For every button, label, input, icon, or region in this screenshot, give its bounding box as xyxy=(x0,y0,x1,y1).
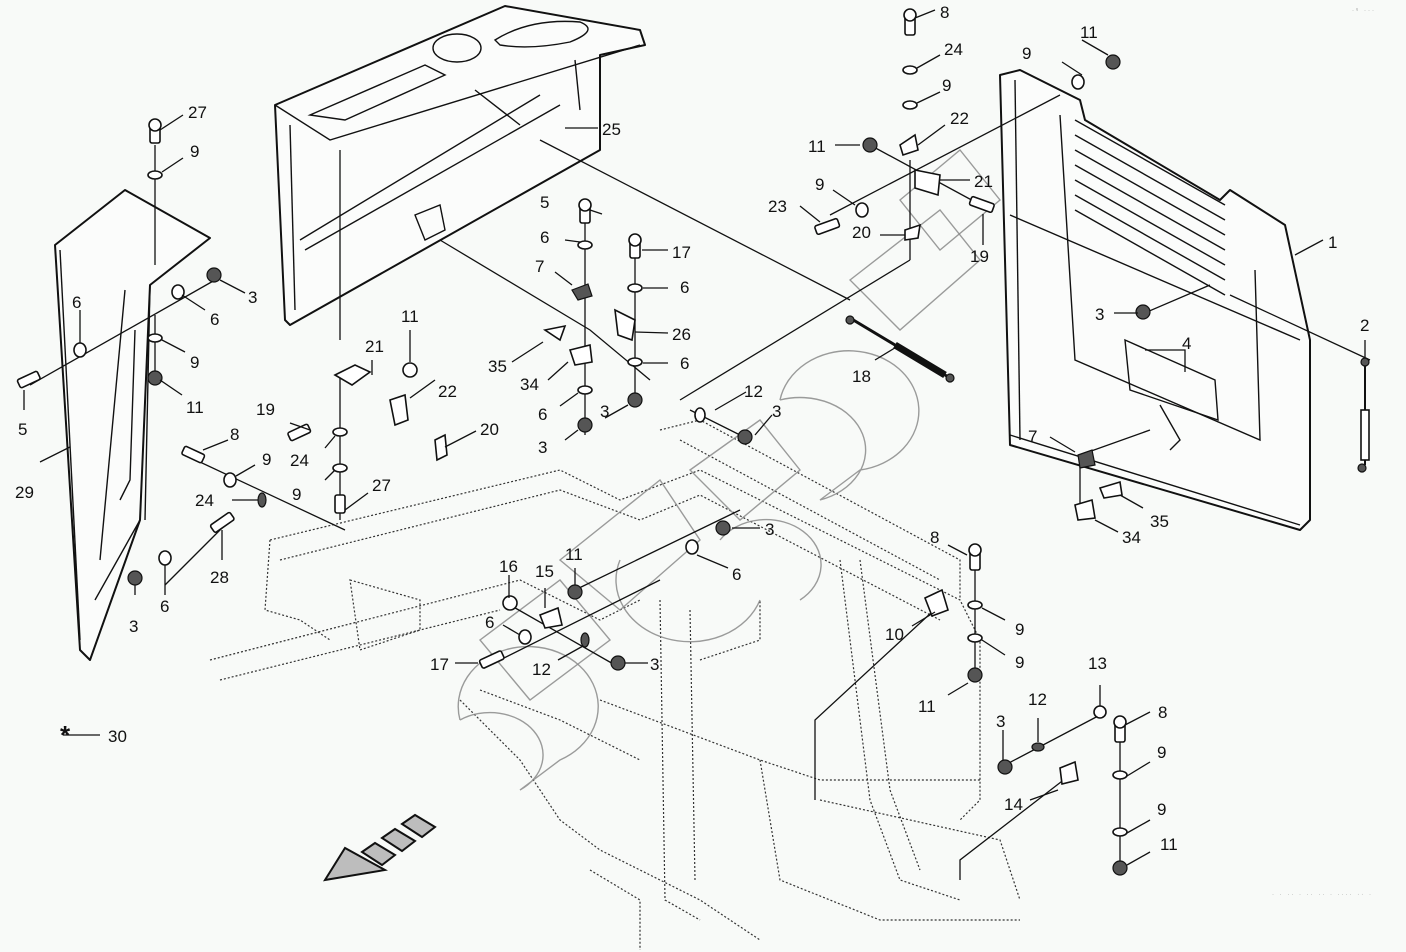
callout-part-24: 24 xyxy=(290,451,309,470)
callout-part-9: 9 xyxy=(1157,800,1166,819)
callout-part-3: 3 xyxy=(996,712,1005,731)
assembly-lines xyxy=(29,94,1371,880)
chassis-frame xyxy=(209,419,1021,950)
callout-part-3: 3 xyxy=(1095,305,1104,324)
callout-part-24: 24 xyxy=(944,40,963,59)
callout-part-22: 22 xyxy=(438,382,457,401)
roof-panel-25 xyxy=(274,5,646,326)
gas-strut-2 xyxy=(1357,357,1370,473)
callout-part-8: 8 xyxy=(930,528,939,547)
corner-marks: ·ᵘ ··· xyxy=(1352,8,1376,14)
callout-part-6: 6 xyxy=(680,354,689,373)
callout-part-4: 4 xyxy=(1182,334,1191,353)
callout-part-9: 9 xyxy=(190,353,199,372)
callout-part-27: 27 xyxy=(188,103,207,122)
callout-part-18: 18 xyxy=(852,367,871,386)
callout-part-26: 26 xyxy=(672,325,691,344)
callout-part-17: 17 xyxy=(672,243,691,262)
callout-part-9: 9 xyxy=(1022,44,1031,63)
callout-part-6: 6 xyxy=(160,597,169,616)
legend: * 30 xyxy=(60,720,127,750)
callout-part-22: 22 xyxy=(950,109,969,128)
callout-part-20: 20 xyxy=(852,223,871,242)
callout-part-23: 23 xyxy=(768,197,787,216)
callout-part-7: 7 xyxy=(1028,427,1037,446)
callout-part-17: 17 xyxy=(430,655,449,674)
callout-part-24: 24 xyxy=(195,491,214,510)
callout-part-12: 12 xyxy=(1028,690,1047,709)
callout-part-35: 35 xyxy=(1150,512,1169,531)
callout-part-11: 11 xyxy=(1080,23,1098,42)
callout-part-3: 3 xyxy=(772,402,781,421)
legend-asterisk-icon: * xyxy=(60,720,71,750)
callout-part-8: 8 xyxy=(230,425,239,444)
callout-part-13: 13 xyxy=(1088,654,1107,673)
callout-part-21: 21 xyxy=(365,337,384,356)
callout-part-27: 27 xyxy=(372,476,391,495)
callout-part-6: 6 xyxy=(540,228,549,247)
direction-arrow-icon xyxy=(322,813,437,882)
callout-part-3: 3 xyxy=(650,655,659,674)
callout-part-9: 9 xyxy=(942,76,951,95)
callout-part-9: 9 xyxy=(1015,653,1024,672)
callout-part-3: 3 xyxy=(248,288,257,307)
callout-part-6: 6 xyxy=(485,613,494,632)
callout-part-28: 28 xyxy=(210,568,229,587)
callout-part-11: 11 xyxy=(401,307,419,326)
callout-part-12: 12 xyxy=(744,382,763,401)
callout-part-11: 11 xyxy=(1160,835,1178,854)
callout-part-29: 29 xyxy=(15,483,34,502)
callout-part-11: 11 xyxy=(186,398,204,417)
callout-part-14: 14 xyxy=(1004,795,1023,814)
callout-part-1: 1 xyxy=(1328,233,1337,252)
callout-part-21: 21 xyxy=(974,172,993,191)
callout-part-3: 3 xyxy=(600,402,609,421)
callout-part-3: 3 xyxy=(765,520,774,539)
callout-part-11: 11 xyxy=(918,697,936,716)
callout-part-8: 8 xyxy=(1158,703,1167,722)
callout-part-9: 9 xyxy=(815,175,824,194)
callout-part-9: 9 xyxy=(292,485,301,504)
callout-part-7: 7 xyxy=(535,257,544,276)
label-leaders xyxy=(23,9,1366,866)
callout-part-6: 6 xyxy=(732,565,741,584)
callout-part-34: 34 xyxy=(520,375,539,394)
callout-part-34: 34 xyxy=(1122,528,1141,547)
callout-part-12: 12 xyxy=(532,660,551,679)
left-side-panel-29 xyxy=(54,189,211,661)
callout-part-9: 9 xyxy=(262,450,271,469)
callout-part-6: 6 xyxy=(538,405,547,424)
callout-part-9: 9 xyxy=(1157,743,1166,762)
callout-part-19: 19 xyxy=(256,400,275,419)
callout-part-5: 5 xyxy=(540,193,549,212)
legend-number: 30 xyxy=(108,727,127,746)
callout-part-16: 16 xyxy=(499,557,518,576)
callout-part-35: 35 xyxy=(488,357,507,376)
callout-part-10: 10 xyxy=(885,625,904,644)
hardware xyxy=(16,8,1151,876)
callout-part-6: 6 xyxy=(210,310,219,329)
gas-strut-18 xyxy=(845,315,955,383)
callout-part-11: 11 xyxy=(808,137,826,156)
callout-part-6: 6 xyxy=(680,278,689,297)
callout-part-20: 20 xyxy=(480,420,499,439)
right-door-panel-1 xyxy=(999,69,1311,531)
callout-part-3: 3 xyxy=(538,438,547,457)
callout-part-6: 6 xyxy=(72,293,81,312)
callout-part-2: 2 xyxy=(1360,316,1369,335)
callout-part-11: 11 xyxy=(565,545,583,564)
callout-part-9: 9 xyxy=(190,142,199,161)
callout-part-19: 19 xyxy=(970,247,989,266)
callout-part-15: 15 xyxy=(535,562,554,581)
footer-marks: · · ·· · ·· ·· · ···· ·· · xyxy=(1272,892,1373,898)
callout-part-3: 3 xyxy=(129,617,138,636)
callout-part-5: 5 xyxy=(18,420,27,439)
callout-part-9: 9 xyxy=(1015,620,1024,639)
callout-part-25: 25 xyxy=(602,120,621,139)
callout-part-8: 8 xyxy=(940,3,949,22)
